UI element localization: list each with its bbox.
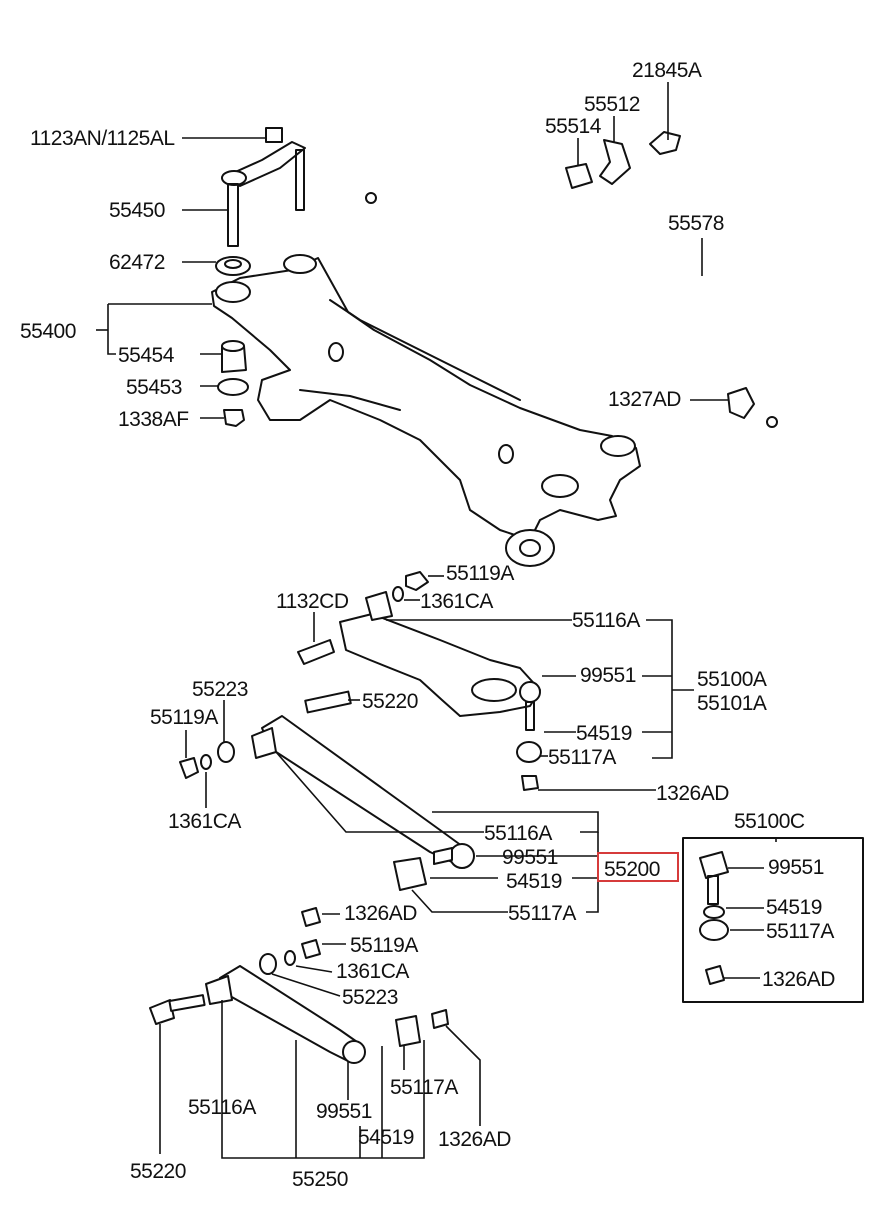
bracket-55512	[599, 139, 631, 185]
label-55100A: 55100A	[697, 668, 767, 691]
label-55400: 55400	[20, 320, 76, 343]
label-1326AD-lower: 1326AD	[438, 1128, 511, 1151]
washer-62472	[215, 256, 251, 276]
washer-55453	[217, 378, 249, 396]
label-55116A-mid: 55116A	[484, 822, 552, 845]
bushing-55514	[565, 163, 593, 189]
label-1361CA-upper: 1361CA	[420, 590, 493, 613]
label-1327AD: 1327AD	[608, 388, 681, 411]
lower-arm-55200	[251, 690, 475, 891]
washer-1361CA-upper	[392, 586, 404, 602]
label-55453: 55453	[126, 376, 182, 399]
label-55220-upper: 55220	[362, 690, 418, 713]
bolt-21845A	[649, 131, 681, 155]
nut-1338AF	[223, 409, 245, 427]
label-55117A-lower: 55117A	[390, 1076, 458, 1099]
label-55223-left: 55223	[192, 678, 248, 701]
label-55116A-upper: 55116A	[572, 609, 640, 632]
label-55450: 55450	[109, 199, 165, 222]
label-55200: 55200	[604, 858, 660, 881]
label-54519-lower: 54519	[358, 1126, 414, 1149]
label-55119A-left: 55119A	[150, 706, 218, 729]
label-99551-mid: 99551	[502, 846, 558, 869]
nut-1327AD	[727, 387, 755, 419]
label-55514: 55514	[545, 115, 602, 138]
label-54519-mid: 54519	[506, 870, 562, 893]
label-99551-upper: 99551	[580, 664, 636, 687]
label-1326AD-kit: 1326AD	[762, 968, 835, 991]
nut-1326AD-mid	[301, 907, 321, 927]
washer-1361CA-left	[200, 754, 212, 770]
lower-arm-55250	[149, 939, 449, 1064]
label-1361CA-left: 1361CA	[168, 810, 241, 833]
label-99551-kit: 99551	[768, 856, 824, 879]
label-1361CA-lower: 1361CA	[336, 960, 409, 983]
label-54519-upper: 54519	[576, 722, 632, 745]
label-55119A-lower: 55119A	[350, 934, 418, 957]
label-99551-lower: 99551	[316, 1100, 372, 1123]
label-55116A-lower: 55116A	[188, 1096, 256, 1119]
nut-55119A-upper	[405, 571, 429, 591]
label-55119A-upper: 55119A	[446, 562, 514, 585]
label-62472: 62472	[109, 251, 165, 274]
label-55454: 55454	[118, 344, 175, 367]
bolt-55450-assembly	[221, 127, 306, 247]
label-55101A: 55101A	[697, 692, 767, 715]
label-55512: 55512	[584, 93, 640, 116]
label-55117A-kit: 55117A	[766, 920, 834, 943]
label-1338AF: 1338AF	[118, 408, 189, 431]
label-1326AD-mid: 1326AD	[344, 902, 417, 925]
label-55117A-upper: 55117A	[548, 746, 616, 769]
label-1326AD-upper: 1326AD	[656, 782, 729, 805]
upper-arm-55100A	[297, 591, 542, 791]
bushing-55454	[221, 340, 247, 373]
label-55578: 55578	[668, 212, 724, 235]
label-21845A: 21845A	[632, 59, 702, 82]
bushing-55223-left	[217, 741, 235, 763]
labels: 21845A 55512 55514 1123AN/1125AL 55450 5…	[20, 59, 836, 1191]
leader-lines	[96, 82, 777, 1159]
label-55223-lower: 55223	[342, 986, 398, 1009]
crossmember-55400	[211, 254, 641, 567]
kit-55100C-box	[682, 837, 864, 1003]
label-55220-lower: 55220	[130, 1160, 186, 1183]
nut-55119A-left	[179, 757, 199, 779]
stabilizer-bar-55578	[365, 154, 830, 428]
highlight-box-55200	[597, 852, 679, 882]
label-1132CD: 1132CD	[276, 590, 349, 613]
label-55250: 55250	[292, 1168, 348, 1191]
label-54519-kit: 54519	[766, 896, 822, 919]
label-55100C: 55100C	[734, 810, 805, 833]
label-1123AN-1125AL: 1123AN/1125AL	[30, 127, 175, 150]
label-55117A-mid: 55117A	[508, 902, 576, 925]
